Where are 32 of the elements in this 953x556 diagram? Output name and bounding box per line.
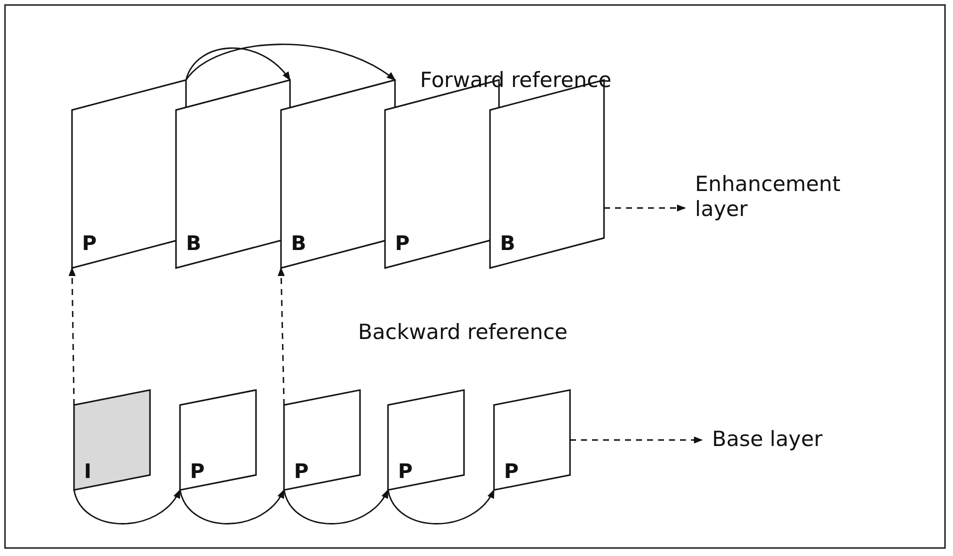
frame-type-label: P [82, 232, 97, 252]
layer-label: Enhancement layer [695, 172, 842, 222]
arrow [73, 489, 181, 524]
arrow [68, 267, 76, 405]
frame-type-label: P [294, 461, 309, 482]
arrow [570, 436, 703, 444]
video-frame [180, 390, 256, 490]
reference-label: Backward reference [358, 320, 568, 346]
arrow [604, 204, 686, 212]
frame-type-label: P [190, 461, 205, 482]
video-frame [388, 390, 464, 490]
layer-label: Base layer [712, 427, 824, 452]
arrow [185, 44, 396, 81]
video-frame [494, 390, 570, 490]
frame-type-label: B [500, 232, 516, 252]
frame-type-label: B [291, 232, 306, 252]
video-frame [284, 390, 360, 490]
arrow [185, 47, 291, 81]
frame-type-label: I [84, 461, 92, 482]
arrow [179, 489, 285, 524]
video-frame [74, 390, 150, 490]
video-frame [72, 80, 186, 268]
frame-type-label: P [395, 232, 410, 252]
arrow [278, 267, 285, 406]
frame-type-label: P [398, 461, 413, 482]
frame-type-label: P [504, 461, 519, 482]
arrow [283, 489, 389, 524]
video-frame [281, 80, 395, 268]
frame-type-label: B [186, 232, 202, 252]
arrow [387, 489, 495, 524]
video-frame [176, 80, 290, 268]
reference-label: Forward reference [420, 68, 612, 94]
